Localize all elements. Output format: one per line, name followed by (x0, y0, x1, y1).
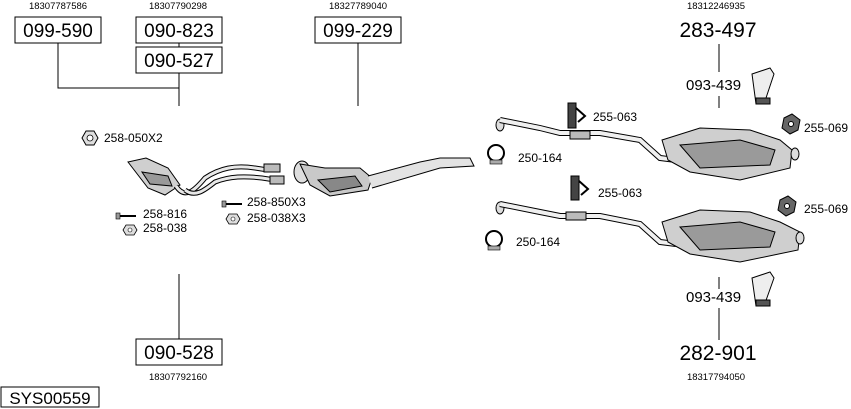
nut-icon[interactable] (225, 213, 241, 225)
clamp-icon[interactable] (485, 230, 503, 251)
oem-number-3: 18327789040 (329, 1, 387, 12)
part-box-090-823[interactable]: 090-823 (135, 16, 223, 44)
label-250-164-top: 250-164 (518, 151, 562, 165)
label-283-497: 283-497 (679, 19, 756, 42)
label-258-850x3: 258-850X3 (247, 195, 306, 209)
label-255-069-top: 255-069 (804, 121, 848, 135)
upper-rear-pipe-and-muffler[interactable] (495, 117, 800, 181)
system-code-box: SYS00559 (0, 386, 100, 408)
label-258-050x2: 258-050X2 (104, 131, 163, 145)
system-code: SYS00559 (9, 389, 90, 408)
front-pipe-with-catalyst[interactable] (127, 157, 285, 196)
part-number-label: 099-229 (323, 21, 393, 42)
label-255-069-bottom: 255-069 (804, 202, 848, 216)
part-box-090-527[interactable]: 090-527 (135, 46, 223, 74)
lower-rear-pipe-and-muffler[interactable] (495, 201, 805, 263)
hanger-icon[interactable] (781, 113, 801, 135)
oem-number-4: 18312246935 (687, 1, 745, 12)
hex-nut-icon[interactable] (81, 130, 99, 146)
hanger-icon[interactable] (777, 195, 797, 217)
centre-catalyst-pipe[interactable] (293, 157, 475, 197)
bolt-icon[interactable] (115, 212, 136, 220)
oem-number-2: 18307790298 (149, 1, 207, 12)
bracket-icon[interactable] (570, 175, 590, 201)
rubber-mount-icon[interactable] (751, 67, 775, 105)
part-box-099-229[interactable]: 099-229 (314, 16, 402, 44)
bolt-icon[interactable] (221, 200, 242, 208)
oem-number-1: 18307787586 (29, 1, 87, 12)
part-number-label: 090-527 (144, 51, 214, 72)
nut-icon[interactable] (122, 224, 138, 236)
oem-number-5: 18307792160 (149, 372, 207, 383)
part-number-label: 099-590 (23, 21, 93, 42)
part-number-label: 090-528 (144, 343, 214, 364)
label-255-063-top: 255-063 (593, 110, 637, 124)
leader-lines (57, 43, 720, 340)
label-093-439-top: 093-439 (686, 77, 741, 94)
label-255-063-bottom: 255-063 (598, 186, 642, 200)
label-282-901: 282-901 (679, 342, 756, 365)
label-250-164-bottom: 250-164 (516, 235, 560, 249)
part-box-090-528[interactable]: 090-528 (135, 338, 223, 366)
rubber-mount-icon[interactable] (751, 271, 775, 307)
label-258-816: 258-816 (143, 207, 187, 221)
part-box-099-590[interactable]: 099-590 (14, 16, 102, 44)
label-258-038: 258-038 (143, 221, 187, 235)
bracket-icon[interactable] (567, 102, 587, 129)
label-093-439-bottom: 093-439 (686, 289, 741, 306)
oem-number-6: 18317794050 (687, 372, 745, 383)
clamp-icon[interactable] (487, 144, 505, 165)
label-258-038x3: 258-038X3 (247, 211, 306, 225)
part-number-label: 090-823 (144, 21, 214, 42)
